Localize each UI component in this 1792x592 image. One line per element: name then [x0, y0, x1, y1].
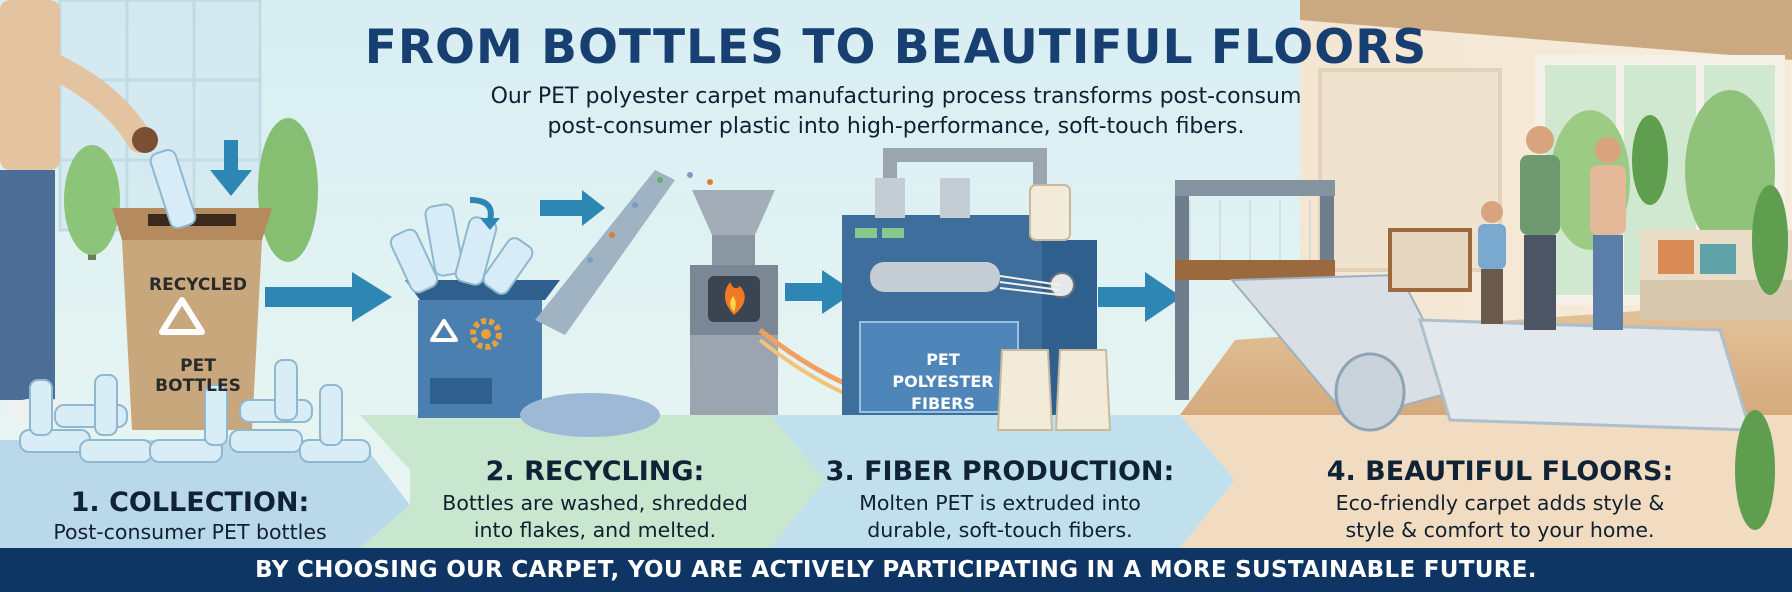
- subtitle-line-1: Our PET polyester carpet manufacturing p…: [490, 84, 1302, 109]
- page-title: FROM BOTTLES TO BEAUTIFUL FLOORS: [364, 20, 1428, 75]
- step-4-line: Eco-friendly carpet adds style &: [1335, 491, 1665, 515]
- machine-label: FIBERS: [911, 394, 975, 413]
- arrow-right-icon: [265, 272, 392, 322]
- step-3-line: durable, soft-touch fibers.: [867, 518, 1133, 542]
- step-2-heading: 2. RECYCLING:: [485, 456, 705, 487]
- footer-bar: [0, 548, 1792, 592]
- recycle-icon: [159, 297, 205, 335]
- step-1-panel: [0, 440, 410, 548]
- step-4-heading: 4. BEAUTIFUL FLOORS:: [1326, 456, 1674, 487]
- bin-label: RECYCLED: [149, 275, 247, 295]
- machine-label: POLYESTER: [892, 372, 994, 391]
- step-1-description: Post-consumer PET bottles: [10, 519, 370, 546]
- fiber-lines: [999, 275, 1061, 296]
- step-1-line: Post-consumer PET bottles: [53, 520, 327, 544]
- armchair: [1388, 228, 1472, 292]
- step-3-heading: 3. FIBER PRODUCTION:: [825, 456, 1175, 487]
- step-3-line: Molten PET is extruded into: [859, 491, 1141, 515]
- step-4-panel: [1180, 415, 1792, 548]
- step-2-line: into flakes, and melted.: [473, 518, 717, 542]
- step-2-panel: [360, 415, 825, 548]
- person-recycling: [0, 0, 158, 422]
- subtitle-line-2: post-consumer plastic into high-performa…: [547, 114, 1245, 139]
- family: [1478, 126, 1626, 330]
- shredder-machine: [389, 203, 560, 418]
- step-3-description: Molten PET is extruded into durable, sof…: [790, 490, 1210, 544]
- arrow-right-icon: [785, 270, 855, 314]
- step-1-heading: 1. COLLECTION:: [70, 487, 310, 518]
- step-2-line: Bottles are washed, shredded: [442, 491, 748, 515]
- plant-icon: [1632, 115, 1788, 530]
- melter: [690, 190, 778, 415]
- machine-label: PET: [926, 350, 960, 369]
- arrow-down-icon: [210, 140, 252, 196]
- arrow-right-icon: [540, 190, 605, 226]
- tree-icon: [64, 118, 318, 262]
- curved-arrow-icon: [469, 197, 494, 221]
- flame-icon: [724, 282, 745, 315]
- arrow-right-icon: [1098, 272, 1182, 322]
- step-2-description: Bottles are washed, shredded into flakes…: [380, 490, 810, 544]
- bin-label: BOTTLES: [155, 376, 241, 396]
- recycle-icon: [430, 319, 458, 342]
- step-3-panel: [770, 415, 1235, 548]
- flake-pile: [520, 393, 660, 437]
- step-4-line: style & comfort to your home.: [1345, 518, 1655, 542]
- bottle: [149, 148, 197, 230]
- flake-stream: [587, 172, 713, 263]
- bin-label: PET: [180, 356, 216, 376]
- conveyor: [535, 170, 675, 335]
- gear-icon: [470, 318, 502, 350]
- footer-message: BY CHOOSING OUR CARPET, YOU ARE ACTIVELY…: [255, 557, 1537, 583]
- bottle-pile: [19, 359, 371, 463]
- step-4-description: Eco-friendly carpet adds style & style &…: [1240, 490, 1760, 544]
- fiber-spool: [996, 184, 1112, 431]
- carpet: [1229, 273, 1753, 432]
